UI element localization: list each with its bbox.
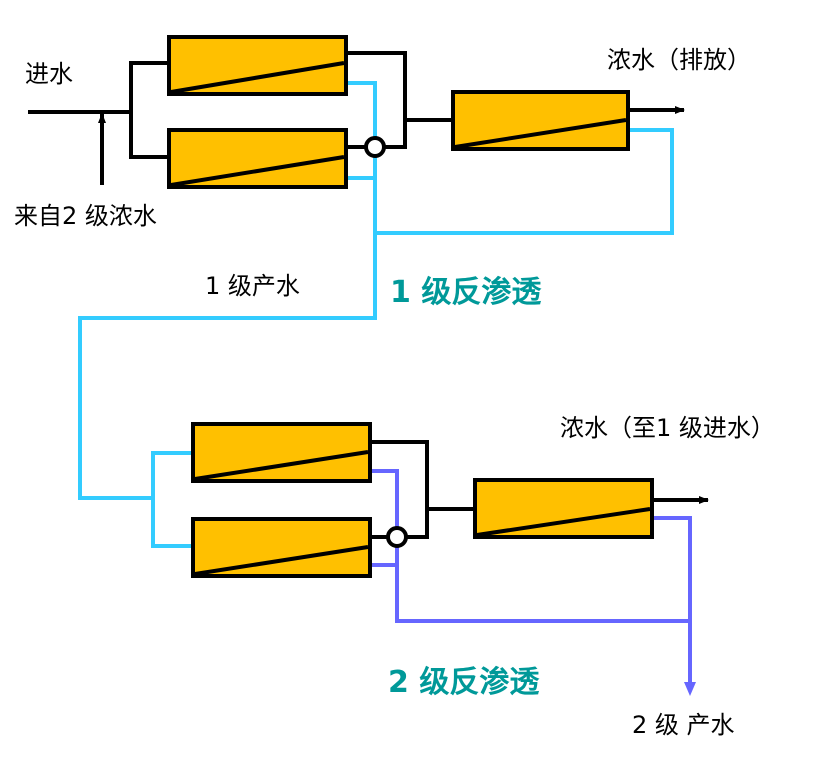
from-stage2-concentrate-label: 来自2 级浓水	[14, 202, 157, 230]
stage1-title: 1 级反渗透	[390, 275, 541, 310]
concentrate-to-stage1-label: 浓水（至1 级进水）	[560, 414, 775, 442]
stage1-feed-concentrate-lines	[28, 51, 685, 185]
junction-circle-stage1	[364, 136, 386, 158]
stage2-permeate-arrowhead	[684, 682, 696, 696]
membrane-module-2a	[191, 422, 372, 483]
feed-water-label: 进水	[25, 60, 73, 88]
stage1-permeate-label: 1 级产水	[205, 272, 300, 300]
membrane-module-1b	[167, 128, 348, 189]
membrane-module-2c	[473, 478, 654, 539]
stage1-permeate-lines	[78, 81, 674, 548]
membrane-module-1c	[451, 90, 630, 151]
stage2-permeate-label: 2 级 产水	[632, 711, 735, 739]
membrane-module-2b	[191, 517, 372, 578]
concentrate-discharge-label: 浓水（排放）	[607, 46, 751, 74]
junction-circle-stage2	[386, 526, 408, 548]
stage2-title: 2 级反渗透	[388, 665, 539, 700]
stage2-concentrate-lines	[370, 440, 709, 539]
membrane-module-1a	[167, 35, 348, 96]
